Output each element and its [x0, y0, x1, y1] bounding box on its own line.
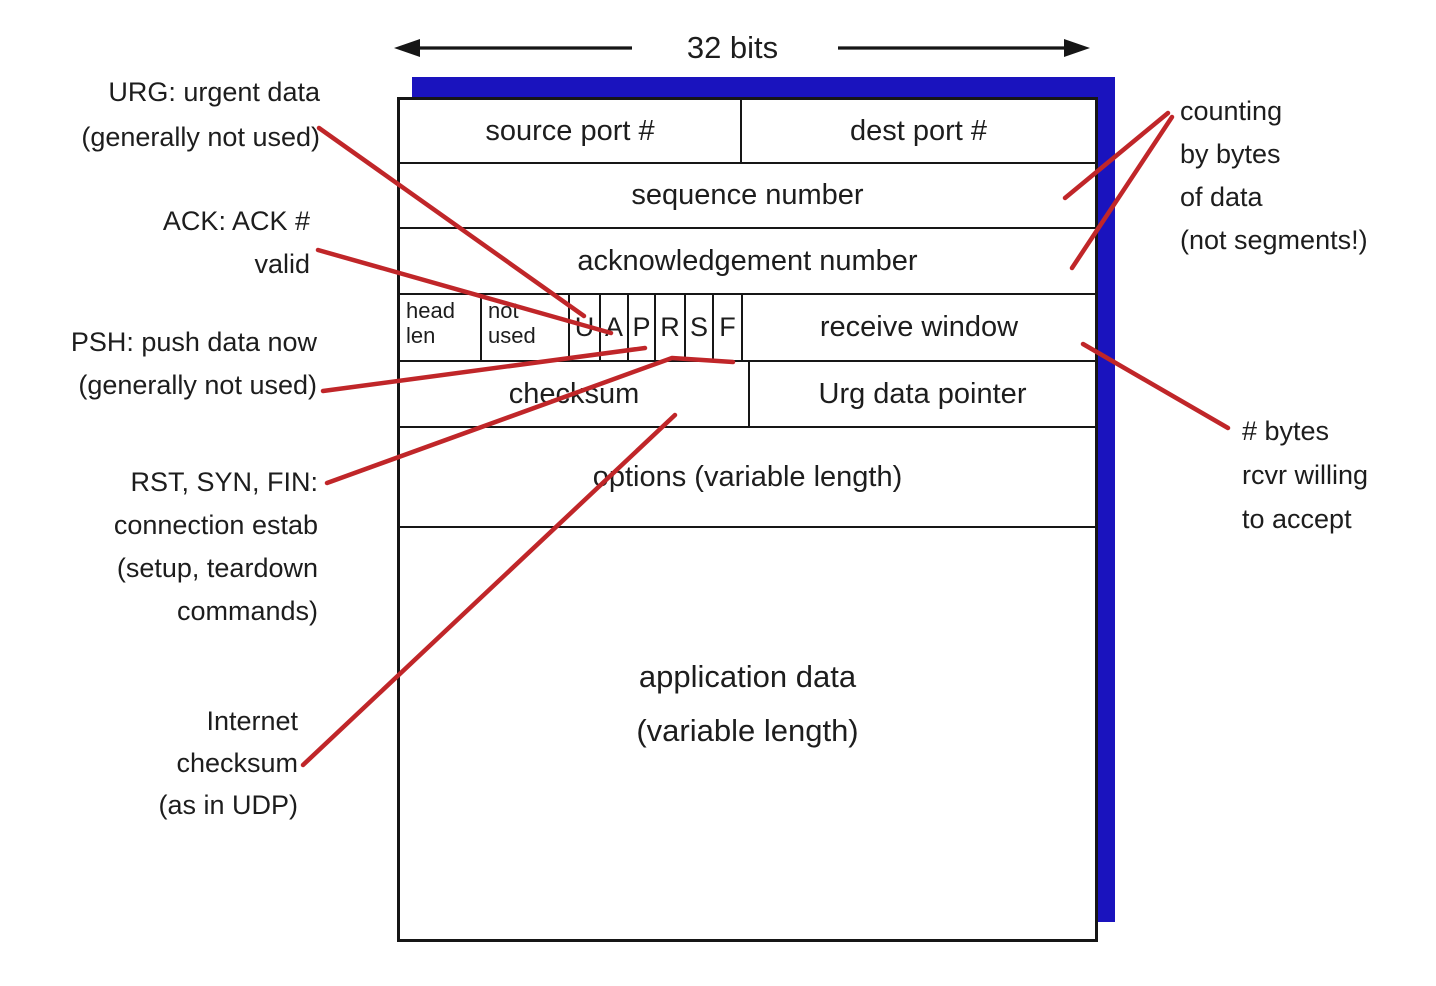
- tcp-header-table: source port # dest port # sequence numbe…: [397, 97, 1098, 942]
- field-sequence-number: sequence number: [631, 179, 864, 211]
- row-checksum: checksum Urg data pointer: [400, 362, 1095, 428]
- field-urg-data-pointer: Urg data pointer: [818, 377, 1027, 410]
- flag-syn: S: [686, 295, 714, 360]
- row-options: options (variable length): [400, 428, 1095, 528]
- field-source-port: source port #: [400, 100, 742, 162]
- flag-psh: P: [629, 295, 656, 360]
- annotation-psh: PSH: push data now (generally not used): [70, 327, 317, 400]
- field-receive-window: receive window: [819, 311, 1019, 343]
- right-arrowhead-icon: [1064, 39, 1090, 57]
- field-dest-port: dest port #: [849, 114, 988, 147]
- annotation-receiver-bytes: # bytes rcvr willing to accept: [1242, 416, 1369, 534]
- annotation-counting-by-bytes: counting by bytes of data (not segments!…: [1180, 96, 1368, 255]
- annotation-rst-syn-fin: RST, SYN, FIN: connection estab (setup, …: [113, 467, 318, 626]
- annotation-urg: URG: urgent data (generally not used): [81, 77, 320, 152]
- field-options: options (variable length): [592, 460, 903, 493]
- left-arrowhead-icon: [394, 39, 420, 57]
- row-ports: source port # dest port #: [400, 100, 1095, 164]
- flag-rst: R: [656, 295, 686, 360]
- row-application-data: application data (variable length): [400, 528, 1095, 939]
- bits-width-label: 32 bits: [686, 30, 779, 65]
- annotation-internet-checksum: Internet checksum (as in UDP): [158, 706, 298, 820]
- field-checksum: checksum: [400, 362, 750, 426]
- field-not-used: not used: [482, 295, 570, 360]
- flag-fin: F: [714, 295, 743, 360]
- flag-ack: A: [601, 295, 629, 360]
- flag-urg: U: [570, 295, 601, 360]
- row-flags: head len not used U A P R S F receive wi…: [400, 295, 1095, 362]
- field-head-len: head len: [400, 295, 482, 360]
- annotation-ack: ACK: ACK # valid: [162, 206, 310, 279]
- row-sequence-number: sequence number: [400, 164, 1095, 229]
- field-application-data: application data (variable length): [636, 659, 859, 748]
- field-acknowledgement-number: acknowledgement number: [577, 244, 918, 277]
- row-acknowledgement-number: acknowledgement number: [400, 229, 1095, 295]
